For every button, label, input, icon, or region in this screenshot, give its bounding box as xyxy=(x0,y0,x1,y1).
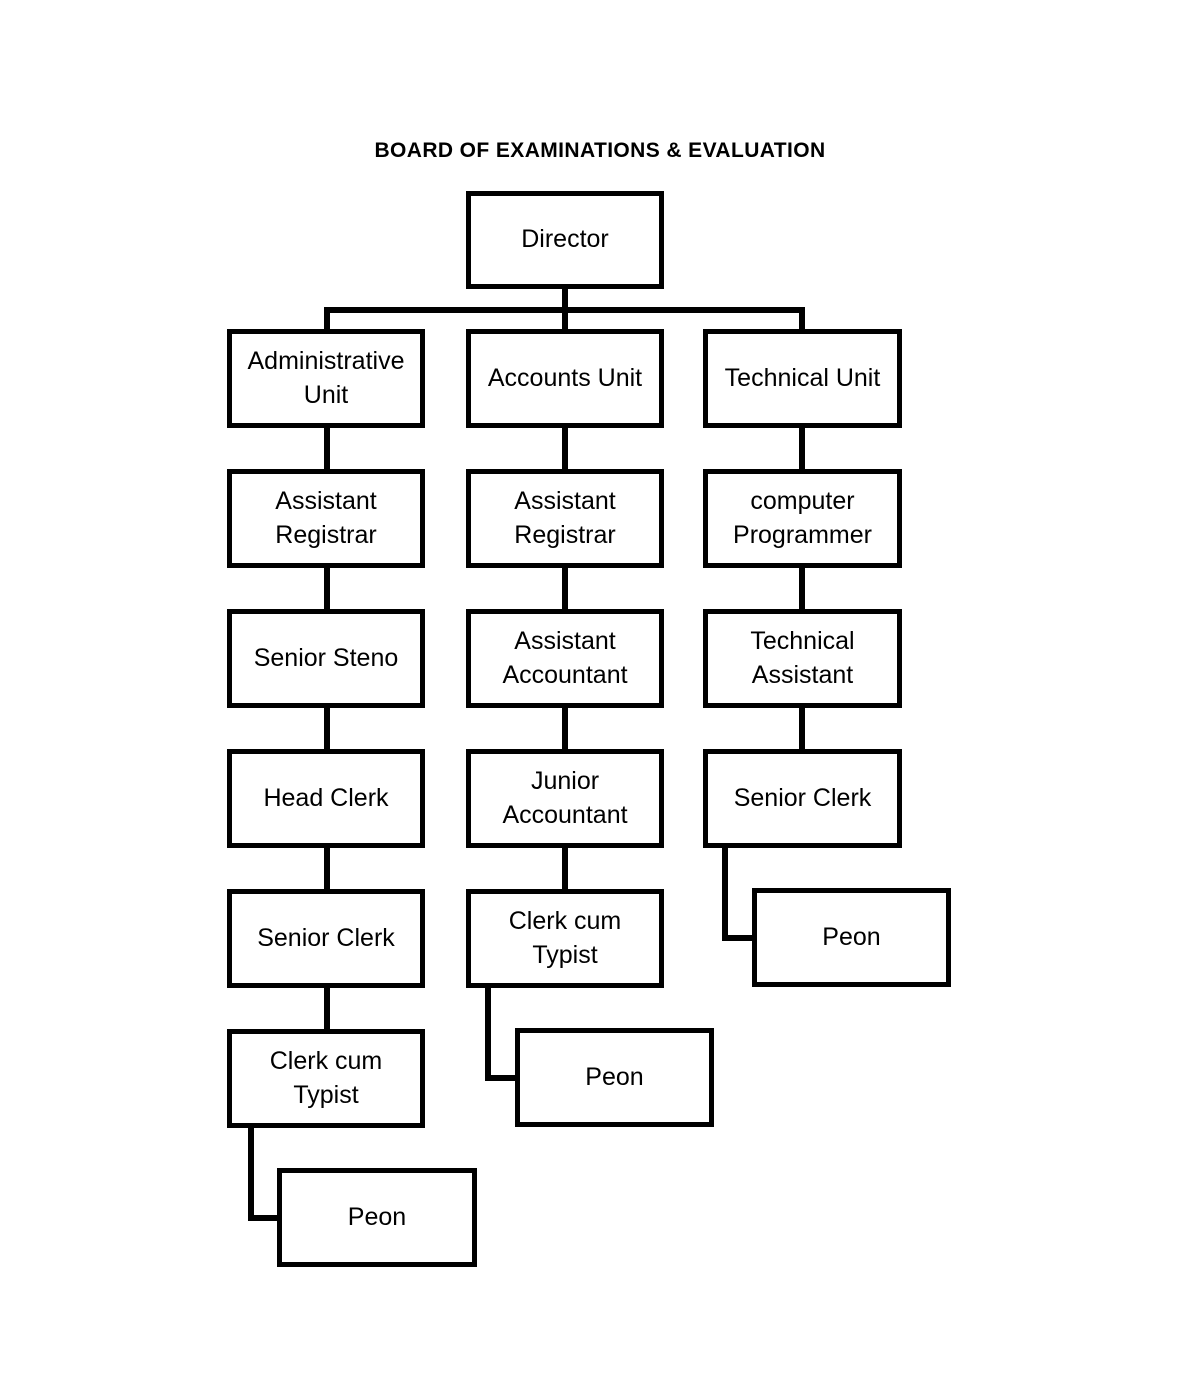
node-junior-accountant[interactable]: Junior Accountant xyxy=(466,749,664,848)
node-junior-accountant-label: Junior Accountant xyxy=(502,767,628,829)
node-computer-programmer[interactable]: computer Programmer xyxy=(703,469,902,568)
connector-bus-to-administrative-unit xyxy=(324,307,330,332)
connector-director-stem xyxy=(562,289,568,311)
connector-clerk-cum-typist-to-peon-vertical xyxy=(248,1123,254,1221)
node-technical-senior-clerk[interactable]: Senior Clerk xyxy=(703,749,902,848)
node-admin-senior-clerk-label: Senior Clerk xyxy=(257,923,395,952)
node-technical-assistant-label: Technical Assistant xyxy=(750,627,855,689)
node-technical-unit[interactable]: Technical Unit xyxy=(703,329,902,428)
node-administrative-unit-label: Administrative Unit xyxy=(247,347,405,409)
node-technical-unit-label: Technical Unit xyxy=(724,363,881,392)
node-accounts-unit[interactable]: Accounts Unit xyxy=(466,329,664,428)
node-accounts-peon[interactable]: Peon xyxy=(515,1028,714,1127)
node-technical-peon-label: Peon xyxy=(822,922,881,951)
node-technical-senior-clerk-label: Senior Clerk xyxy=(733,783,872,812)
node-admin-assistant-registrar-label: Assistant Registrar xyxy=(275,487,377,549)
connector-technical-senior-clerk-to-peon-horizontal xyxy=(722,935,757,941)
connector-technical-unit-to-computer-programmer xyxy=(799,425,805,472)
node-admin-assistant-registrar[interactable]: Assistant Registrar xyxy=(227,469,425,568)
connector-assistant-registrar-to-assistant-accountant xyxy=(562,565,568,612)
node-head-clerk-label: Head Clerk xyxy=(263,783,389,812)
connector-clerk-cum-typist-to-peon-horizontal xyxy=(248,1215,283,1221)
page-title: BOARD OF EXAMINATIONS & EVALUATION xyxy=(374,139,826,162)
connector-senior-steno-to-head-clerk xyxy=(324,705,330,752)
node-administrative-unit[interactable]: Administrative Unit xyxy=(227,329,425,428)
node-director[interactable]: Director xyxy=(466,191,664,289)
node-admin-clerk-cum-typist-label: Clerk cum Typist xyxy=(269,1047,383,1109)
node-computer-programmer-label: computer Programmer xyxy=(733,487,872,549)
node-admin-peon[interactable]: Peon xyxy=(277,1168,477,1267)
connector-head-clerk-to-senior-clerk xyxy=(324,845,330,892)
connector-administrative-unit-to-assistant-registrar xyxy=(324,425,330,472)
node-assistant-accountant[interactable]: Assistant Accountant xyxy=(466,609,664,708)
node-director-label: Director xyxy=(521,225,609,254)
node-admin-clerk-cum-typist[interactable]: Clerk cum Typist xyxy=(227,1029,425,1128)
node-senior-steno[interactable]: Senior Steno xyxy=(227,609,425,708)
node-accounts-assistant-registrar-label: Assistant Registrar xyxy=(514,487,616,549)
node-technical-peon[interactable]: Peon xyxy=(752,888,951,987)
connector-accounts-clerk-cum-typist-to-peon-vertical xyxy=(485,983,491,1081)
node-accounts-clerk-cum-typist[interactable]: Clerk cum Typist xyxy=(466,889,664,988)
connector-bus-to-technical-unit xyxy=(799,307,805,332)
connector-technical-assistant-to-senior-clerk xyxy=(799,705,805,752)
node-accounts-peon-label: Peon xyxy=(585,1062,644,1091)
connector-senior-clerk-to-clerk-cum-typist xyxy=(324,985,330,1032)
node-accounts-clerk-cum-typist-label: Clerk cum Typist xyxy=(508,907,622,969)
node-senior-steno-label: Senior Steno xyxy=(253,643,399,672)
node-admin-senior-clerk[interactable]: Senior Clerk xyxy=(227,889,425,988)
node-accounts-assistant-registrar[interactable]: Assistant Registrar xyxy=(466,469,664,568)
node-head-clerk[interactable]: Head Clerk xyxy=(227,749,425,848)
connector-computer-programmer-to-technical-assistant xyxy=(799,565,805,612)
node-technical-assistant[interactable]: Technical Assistant xyxy=(703,609,902,708)
node-admin-peon-label: Peon xyxy=(347,1202,407,1231)
connector-bus-to-accounts-unit xyxy=(562,307,568,332)
connector-accounts-clerk-cum-typist-to-peon-horizontal xyxy=(485,1075,520,1081)
connector-junior-accountant-to-clerk-cum-typist xyxy=(562,845,568,892)
connector-assistant-accountant-to-junior-accountant xyxy=(562,705,568,752)
node-assistant-accountant-label: Assistant Accountant xyxy=(502,627,628,689)
connector-technical-senior-clerk-to-peon-vertical xyxy=(722,843,728,941)
node-accounts-unit-label: Accounts Unit xyxy=(487,363,643,392)
connector-assistant-registrar-to-senior-steno xyxy=(324,565,330,612)
connector-accounts-unit-to-assistant-registrar xyxy=(562,425,568,472)
